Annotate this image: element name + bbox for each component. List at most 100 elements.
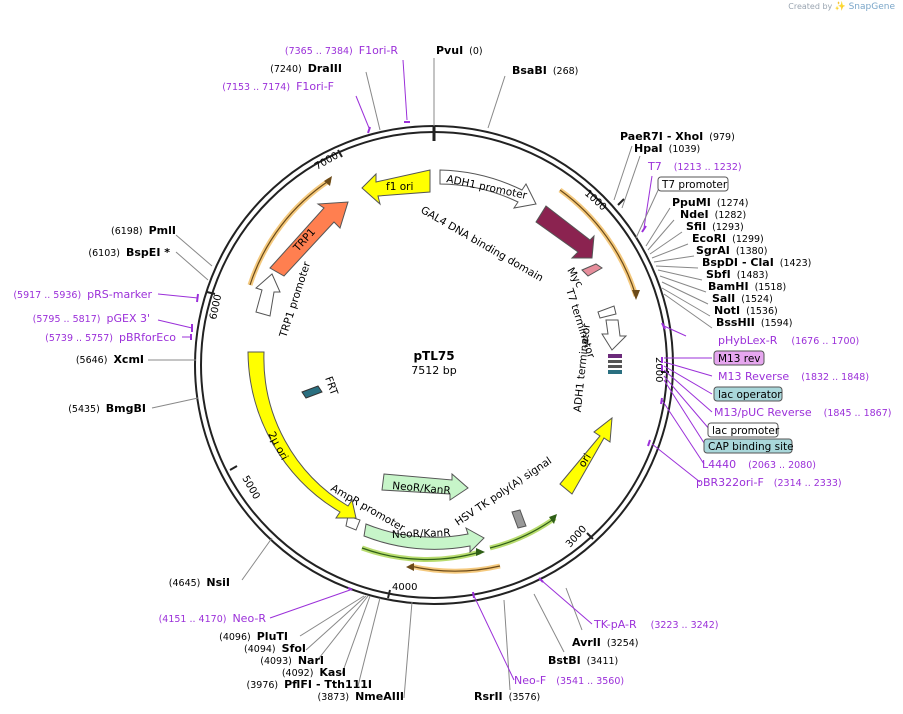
site-nari: (4093)NarI bbox=[260, 654, 324, 667]
f1-ori-label: f1 ori bbox=[386, 181, 413, 193]
watermark-prefix: Created by bbox=[788, 2, 833, 11]
site-hpai: HpaI(1039) bbox=[634, 142, 700, 155]
primer-phyblex-r: pHybLex-R(1676 .. 1700) bbox=[718, 334, 859, 347]
cap-binding-site-label: CAP binding site bbox=[708, 441, 794, 453]
plasmid-size: 7512 bp bbox=[411, 364, 456, 377]
site-nmeaiii: (3873)NmeAIII bbox=[317, 690, 404, 703]
lac-operator-label: lac operator bbox=[718, 389, 782, 401]
m13-rev-box bbox=[713, 350, 765, 366]
site-sali: SalI(1524) bbox=[712, 292, 773, 305]
primer-pbrforeco: (5739 .. 5757)pBRforEco bbox=[45, 331, 176, 344]
adh1-terminator-label: ADH1 terminator bbox=[572, 322, 593, 412]
neokanr-inner-label: NeoR/KanR bbox=[392, 480, 451, 497]
primer-leaders bbox=[157, 59, 713, 681]
primer-labels: (7365 .. 7384)F1ori-R (7153 .. 7174)F1or… bbox=[13, 44, 891, 687]
boxed-labels: T7 promoter M13 rev lac operator lac pro… bbox=[635, 176, 794, 454]
site-leaders bbox=[148, 58, 713, 699]
hsv-tk-polya-label: HSV TK poly(A) signal bbox=[453, 455, 554, 529]
site-ecori: EcoRI(1299) bbox=[692, 232, 764, 245]
plasmid-name: pTL75 bbox=[413, 349, 454, 363]
site-ndei: NdeI(1282) bbox=[680, 208, 746, 221]
site-ppumi: PpuMI(1274) bbox=[672, 196, 748, 209]
site-bmgbi: (5435)BmgBI bbox=[68, 402, 146, 415]
site-pluti: (4096)PluTI bbox=[219, 630, 288, 643]
t7-terminator-feature bbox=[597, 305, 617, 319]
site-sfii: SfiI(1293) bbox=[686, 220, 744, 233]
tick-6000: 6000 bbox=[208, 293, 224, 320]
orange-arcs bbox=[247, 176, 640, 574]
primer-t7: T7(1213 .. 1232) bbox=[647, 160, 742, 173]
snapgene-watermark: Created by ✨ SnapGene bbox=[788, 2, 895, 12]
site-pmli: (6198)PmlI bbox=[111, 224, 176, 237]
gal4-dbd-label: GAL4 DNA binding domain bbox=[419, 204, 546, 284]
primer-m13-reverse: M13 Reverse(1832 .. 1848) bbox=[718, 370, 869, 383]
f1-ori-feature bbox=[361, 169, 431, 206]
site-nsii: (4645)NsiI bbox=[169, 576, 230, 589]
t7-promoter-label: T7 promoter bbox=[661, 179, 728, 191]
primer-l4440: L4440(2063 .. 2080) bbox=[702, 458, 816, 471]
myc-feature bbox=[581, 263, 603, 277]
site-draiii: (7240)DraIII bbox=[270, 62, 342, 75]
tick-3000: 3000 bbox=[564, 524, 589, 550]
two-micron-ori-feature bbox=[247, 351, 357, 519]
primer-tk-pa-r: TK-pA-R(3223 .. 3242) bbox=[593, 618, 718, 631]
watermark-brand: SnapGene bbox=[848, 2, 895, 12]
snapgene-logo-icon: ✨ bbox=[834, 2, 847, 12]
hsv-tk-polya-feature bbox=[511, 509, 527, 529]
site-bspdi: BspDI- ClaI(1423) bbox=[702, 256, 811, 269]
site-pflfi: (3976)PflFI- Tth111I bbox=[247, 678, 372, 691]
lac-operator-box bbox=[713, 386, 783, 402]
site-bsshii: BssHII(1594) bbox=[716, 316, 792, 329]
site-sbfi: SbfI(1483) bbox=[706, 268, 768, 281]
primer-m13-puc-reverse: M13/pUC Reverse(1845 .. 1867) bbox=[714, 406, 891, 419]
trp1-feature bbox=[269, 201, 349, 277]
site-sfoi: (4094)SfoI bbox=[244, 642, 306, 655]
primer-pgex3: (5795 .. 5817)pGEX 3' bbox=[33, 312, 150, 325]
neokanr-outer-label: NeoR/KanR bbox=[392, 527, 451, 541]
m13-rev-label: M13 rev bbox=[718, 353, 761, 365]
site-bstbi: BstBI(3411) bbox=[548, 654, 618, 667]
lac-promoter-label: lac promoter bbox=[712, 425, 780, 437]
site-noti: NotI(1536) bbox=[714, 304, 778, 317]
m13-rev-mark bbox=[608, 354, 622, 358]
cap-site-mark bbox=[608, 370, 622, 374]
ampr-promoter-feature bbox=[345, 515, 361, 531]
frt-label: FRT bbox=[322, 375, 340, 397]
site-sgrai: SgrAI(1380) bbox=[696, 244, 767, 257]
tick-4000: 4000 bbox=[392, 582, 417, 593]
cap-binding-site-box bbox=[703, 438, 793, 454]
primer-f1ori-r: (7365 .. 7384)F1ori-R bbox=[285, 44, 398, 57]
site-kasi: (4092)KasI bbox=[282, 666, 346, 679]
sites-left: (7240)DraIII (6198)PmlI (6103)BspEI * (5… bbox=[68, 62, 404, 703]
primer-neo-f: Neo-F(3541 .. 3560) bbox=[514, 674, 624, 687]
site-pvui: PvuI(0) bbox=[436, 44, 483, 57]
ori-feature bbox=[559, 416, 613, 495]
site-bamhi: BamHI(1518) bbox=[708, 280, 786, 293]
gal4-dbd-feature bbox=[535, 205, 595, 259]
site-bsabi: BsaBI(268) bbox=[512, 64, 578, 77]
primer-prs-marker: (5917 .. 5936)pRS-marker bbox=[13, 288, 152, 301]
neokanr-outer-feature bbox=[363, 523, 485, 554]
sites-right: PvuI(0) BsaBI(268) PaeR7I- XhoI(979) Hpa… bbox=[436, 44, 811, 703]
tick-2000: 2000 bbox=[653, 357, 664, 382]
frt-feature bbox=[301, 385, 323, 399]
site-avrii: AvrII(3254) bbox=[572, 636, 639, 649]
site-xcmi: (5646)XcmI bbox=[76, 353, 144, 366]
primer-f1ori-f: (7153 .. 7174)F1ori-F bbox=[222, 80, 334, 93]
primer-pbr322ori-f: pBR322ori-F(2314 .. 2333) bbox=[696, 476, 842, 489]
scale-ticks bbox=[206, 149, 669, 599]
primer-neo-r: (4151 .. 4170)Neo-R bbox=[159, 612, 267, 625]
lac-promoter-mark bbox=[608, 365, 622, 368]
site-paer7i: PaeR7I- XhoI(979) bbox=[620, 130, 735, 143]
trp1-promoter-feature bbox=[255, 273, 281, 317]
t7-promoter-box bbox=[657, 176, 729, 192]
tick-7000: 7000 bbox=[313, 150, 341, 172]
lac-promoter-box bbox=[707, 422, 779, 438]
lac-operator-mark bbox=[608, 360, 622, 363]
adh1-promoter-feature bbox=[439, 169, 537, 209]
neokanr-inner-feature bbox=[381, 472, 469, 501]
site-rsrii: RsrII(3576) bbox=[474, 690, 540, 703]
adh1-terminator-feature bbox=[601, 319, 628, 351]
site-bspei: (6103)BspEI * bbox=[88, 246, 170, 259]
